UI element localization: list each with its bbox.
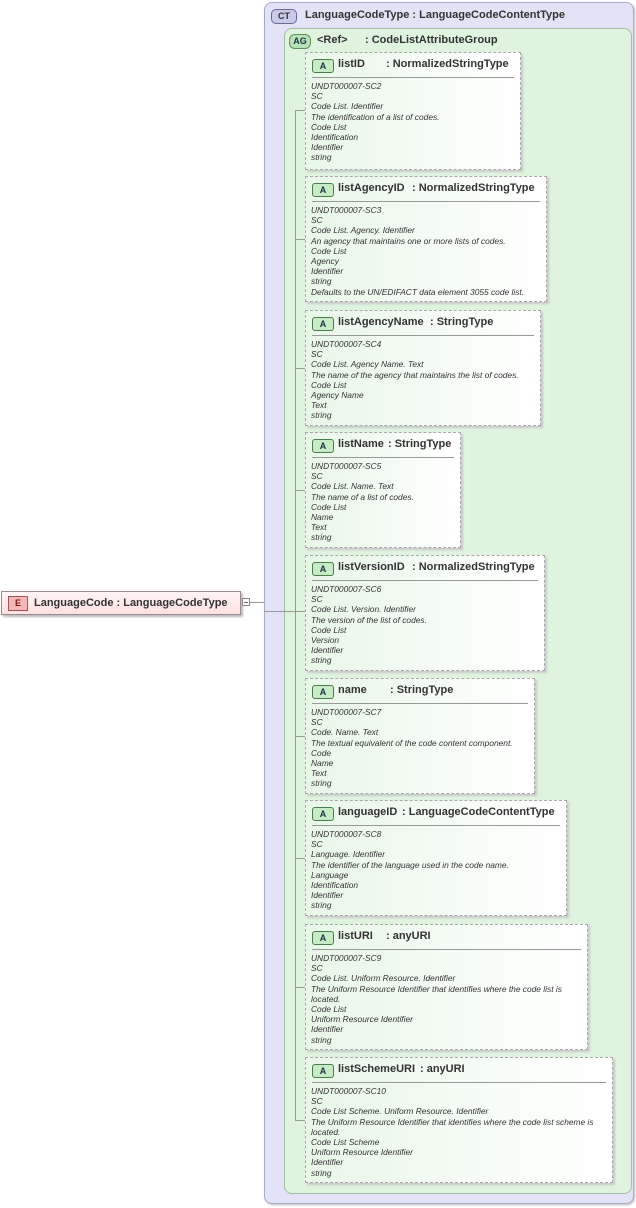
connector-line	[264, 611, 296, 612]
connector-line	[295, 736, 305, 737]
attribute-divider	[312, 201, 540, 202]
collapse-icon[interactable]	[242, 598, 250, 606]
attribute-box[interactable]: A name : StringType UNDT000007-SC7 SC Co…	[305, 678, 535, 794]
attribute-name: listID	[338, 58, 365, 70]
attribute-type: : NormalizedStringType	[386, 58, 509, 70]
attribute-icon: A	[312, 562, 334, 576]
attribute-group-icon: AG	[289, 34, 311, 49]
connector-line	[295, 110, 305, 111]
complex-type-base: LanguageCodeContentType	[419, 9, 565, 21]
attribute-icon: A	[312, 685, 334, 699]
attribute-box[interactable]: A languageID : LanguageCodeContentType U…	[305, 800, 567, 916]
attribute-annotation: UNDT000007-SC8 SC Language. Identifier T…	[311, 829, 509, 911]
attribute-divider	[312, 457, 454, 458]
complex-type-label: LanguageCodeType : LanguageCodeContentTy…	[305, 9, 565, 21]
attribute-divider	[312, 703, 528, 704]
element-icon: E	[8, 596, 28, 611]
attribute-divider	[312, 580, 538, 581]
complex-type-name: LanguageCodeType	[305, 9, 410, 21]
attribute-name: listURI	[338, 930, 373, 942]
attribute-name: name	[338, 684, 367, 696]
attribute-box[interactable]: A listSchemeURI : anyURI UNDT000007-SC10…	[305, 1057, 613, 1183]
element-node[interactable]: E LanguageCode : LanguageCodeType	[1, 591, 241, 615]
attribute-annotation: UNDT000007-SC7 SC Code. Name. Text The t…	[311, 707, 513, 789]
attribute-divider	[312, 335, 534, 336]
attribute-type: : anyURI	[420, 1063, 465, 1075]
attribute-icon: A	[312, 1064, 334, 1078]
attribute-annotation: UNDT000007-SC4 SC Code List. Agency Name…	[311, 339, 519, 421]
connector-line	[250, 602, 264, 603]
attribute-name: languageID	[338, 806, 398, 818]
complex-type-sep: :	[412, 9, 417, 21]
attribute-annotation: UNDT000007-SC2 SC Code List. Identifier …	[311, 81, 440, 163]
attribute-type: : NormalizedStringType	[412, 182, 535, 194]
connector-line	[295, 239, 305, 240]
attribute-type: : StringType	[388, 438, 452, 450]
attribute-type: : StringType	[430, 316, 494, 328]
attribute-type: : StringType	[390, 684, 454, 696]
attribute-annotation: UNDT000007-SC10 SC Code List Scheme. Uni…	[311, 1086, 594, 1178]
attribute-divider	[312, 949, 581, 950]
element-label: LanguageCode : LanguageCodeType	[34, 597, 228, 609]
attribute-icon: A	[312, 439, 334, 453]
attribute-type: : LanguageCodeContentType	[402, 806, 555, 818]
attribute-icon: A	[312, 931, 334, 945]
connector-line	[295, 858, 305, 859]
attribute-group-ref: <Ref>	[317, 34, 348, 46]
attribute-box[interactable]: A listAgencyName : StringType UNDT000007…	[305, 310, 541, 426]
attribute-box[interactable]: A listID : NormalizedStringType UNDT0000…	[305, 52, 521, 170]
attribute-type: : NormalizedStringType	[412, 561, 535, 573]
attribute-box[interactable]: A listVersionID : NormalizedStringType U…	[305, 555, 545, 671]
attribute-annotation: UNDT000007-SC6 SC Code List. Version. Id…	[311, 584, 427, 666]
attribute-name: listName	[338, 438, 384, 450]
attribute-icon: A	[312, 807, 334, 821]
attribute-name: listSchemeURI	[338, 1063, 416, 1075]
attribute-divider	[312, 825, 560, 826]
attribute-box[interactable]: A listURI : anyURI UNDT000007-SC9 SC Cod…	[305, 924, 588, 1050]
attribute-divider	[312, 1082, 606, 1083]
complex-type-icon: CT	[271, 9, 297, 24]
connector-line	[295, 611, 305, 612]
attribute-icon: A	[312, 183, 334, 197]
attribute-type: : anyURI	[386, 930, 431, 942]
attribute-annotation: UNDT000007-SC5 SC Code List. Name. Text …	[311, 461, 414, 543]
attribute-group-name: : CodeListAttributeGroup	[365, 34, 498, 46]
connector-line	[295, 490, 305, 491]
attribute-icon: A	[312, 317, 334, 331]
connector-line	[295, 368, 305, 369]
attribute-annotation: UNDT000007-SC3 SC Code List. Agency. Ide…	[311, 205, 525, 297]
attribute-box[interactable]: A listAgencyID : NormalizedStringType UN…	[305, 176, 547, 302]
attribute-name: listAgencyID	[338, 182, 405, 194]
attribute-name: listVersionID	[338, 561, 405, 573]
attribute-divider	[312, 77, 514, 78]
connector-line	[295, 1120, 305, 1121]
attribute-spine-line	[295, 110, 296, 1120]
attribute-name: listAgencyName	[338, 316, 424, 328]
attribute-annotation: UNDT000007-SC9 SC Code List. Uniform Res…	[311, 953, 562, 1045]
attribute-box[interactable]: A listName : StringType UNDT000007-SC5 S…	[305, 432, 461, 548]
attribute-icon: A	[312, 59, 334, 73]
connector-line	[295, 987, 305, 988]
